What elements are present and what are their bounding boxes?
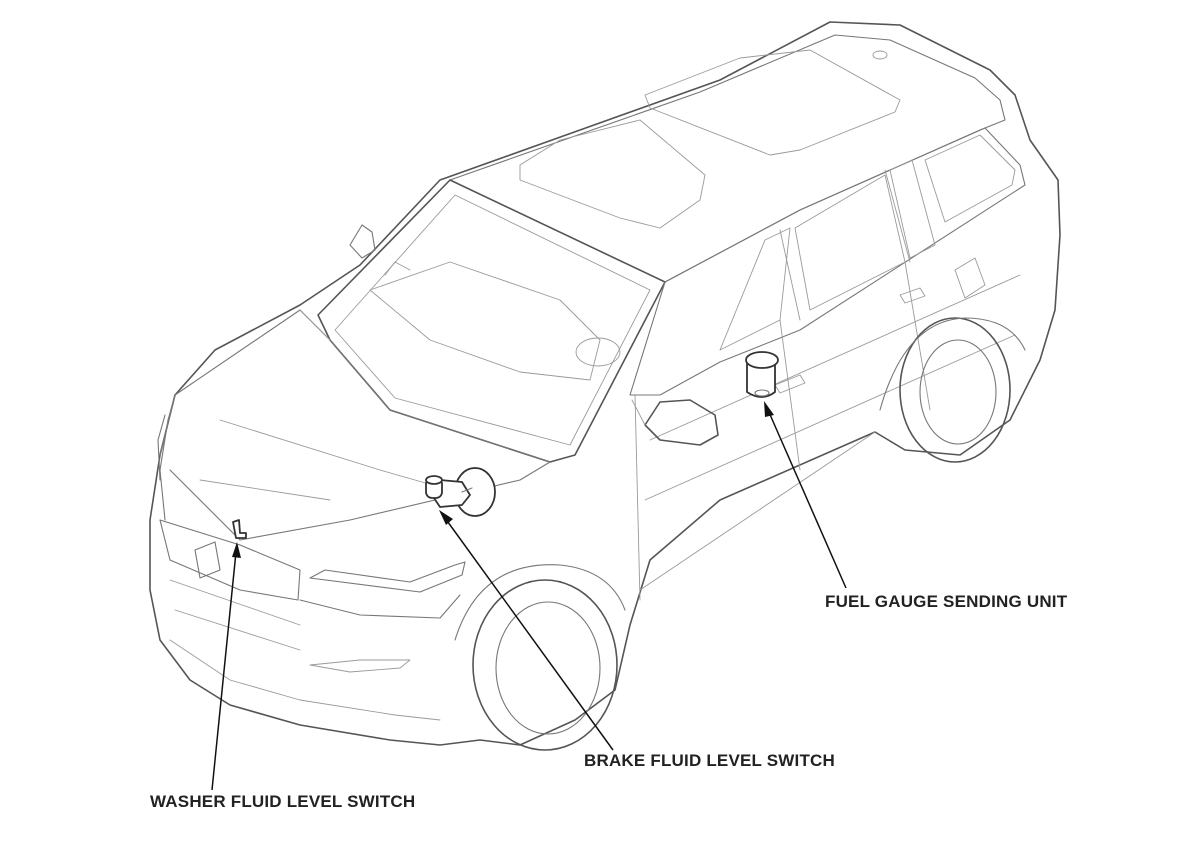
fuel-gauge-sending-unit-label: FUEL GAUGE SENDING UNIT (825, 592, 1068, 611)
leader-fuel-gauge (764, 401, 847, 589)
brake-fluid-level-switch-label: BRAKE FLUID LEVEL SWITCH (584, 751, 835, 770)
brake-fluid-level-switch-part (425, 467, 496, 517)
washer-fluid-level-switch-label: WASHER FLUID LEVEL SWITCH (150, 792, 416, 811)
washer-fluid-level-switch-part (232, 519, 247, 539)
fuel-gauge-sending-unit-part (745, 351, 779, 398)
leader-brake-fluid (439, 510, 614, 751)
vehicle-body (149, 21, 1061, 751)
leader-washer-fluid (211, 542, 241, 791)
